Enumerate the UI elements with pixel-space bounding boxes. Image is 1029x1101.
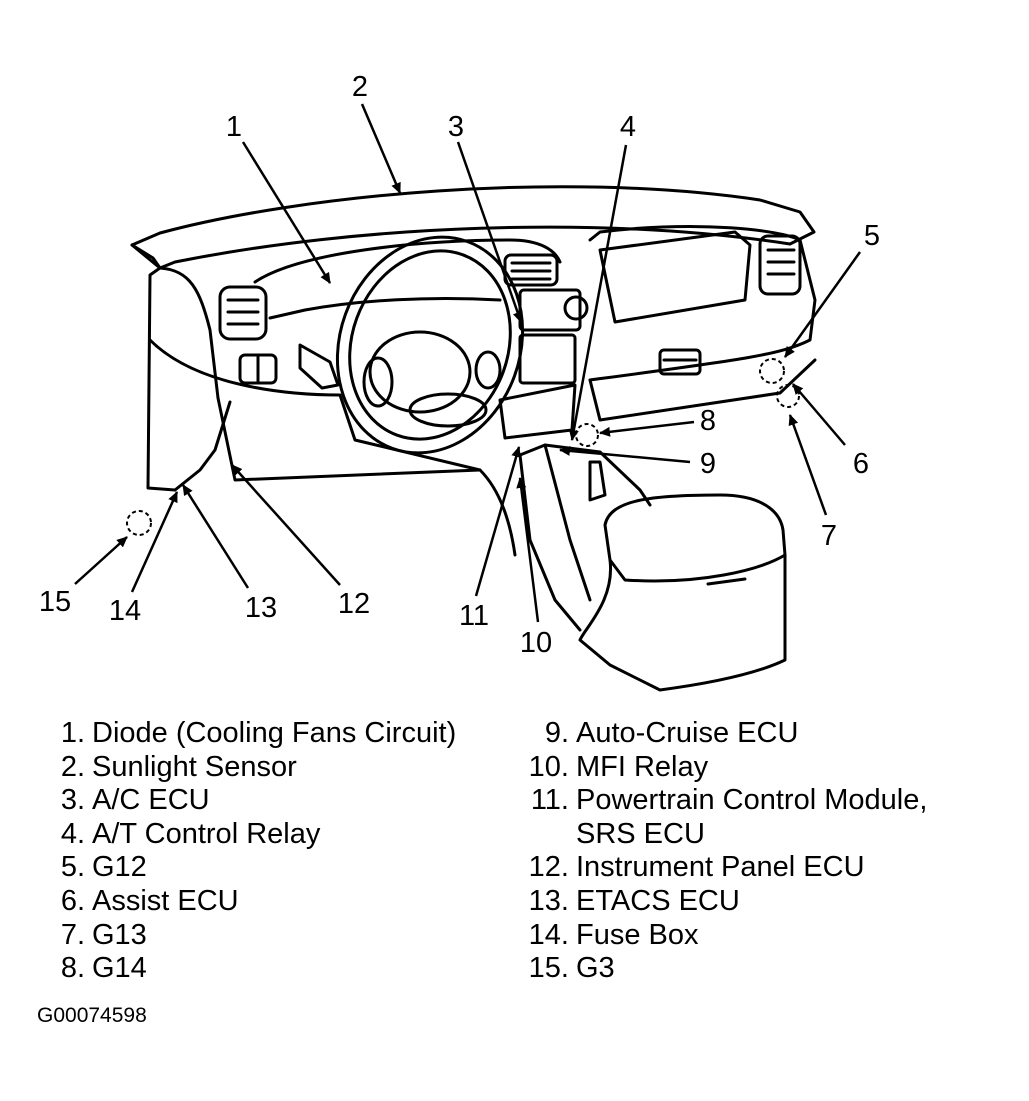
legend-text: Powertrain Control Module, — [576, 784, 928, 817]
legend-text: ETACS ECU — [576, 884, 740, 917]
legend-item: 10.MFI Relay — [519, 751, 927, 785]
legend-text: Instrument Panel ECU — [576, 851, 865, 884]
legend-text: G3 — [576, 952, 615, 985]
legend-item: 11.Powertrain Control Module, — [519, 784, 928, 818]
leader-line-7 — [788, 414, 828, 516]
leader-line-2 — [360, 103, 402, 194]
legend-number: 6. — [60, 884, 85, 917]
callout-9: 9 — [700, 448, 716, 480]
legend-item: 6.Assist ECU — [52, 885, 456, 919]
leader-line-9 — [559, 445, 691, 464]
leader-line-15 — [74, 536, 128, 585]
callout-3: 3 — [448, 111, 464, 143]
leader-line-5 — [783, 251, 862, 358]
legend-item: 3.A/C ECU — [52, 784, 456, 818]
legend-text: SRS ECU — [576, 817, 705, 850]
legend-item: 14.Fuse Box — [519, 919, 927, 953]
legend-item: 12.Instrument Panel ECU — [519, 851, 927, 885]
legend-item: 8.G14 — [52, 952, 456, 986]
legend-text: G12 — [92, 851, 147, 884]
legend-text: A/T Control Relay — [92, 817, 321, 850]
callout-13: 13 — [245, 592, 277, 624]
leader-line-4 — [568, 144, 628, 441]
legend-left-column: 1.Diode (Cooling Fans Circuit) 2.Sunligh… — [52, 717, 456, 986]
callout-12: 12 — [338, 588, 370, 620]
legend-number: 8. — [60, 952, 85, 985]
legend-number: 13. — [528, 884, 569, 917]
leader-line-13 — [181, 484, 250, 589]
callout-6: 6 — [853, 448, 869, 480]
legend-text: MFI Relay — [576, 750, 709, 783]
legend-number: 7. — [60, 918, 85, 951]
legend-right-column: 9.Auto-Cruise ECU 10.MFI Relay 11.Powert… — [519, 717, 928, 986]
legend-number: 14. — [528, 918, 569, 951]
legend-item: 2.Sunlight Sensor — [52, 751, 456, 785]
legend-number: 5. — [60, 851, 85, 884]
dashboard-diagram: 1 2 3 4 5 6 7 8 9 10 11 12 13 14 15 — [39, 71, 880, 692]
callout-4: 4 — [620, 111, 636, 143]
legend-text: G13 — [92, 918, 147, 951]
legend-text: Diode (Cooling Fans Circuit) — [92, 717, 457, 749]
callout-7: 7 — [821, 520, 837, 552]
callout-14: 14 — [109, 595, 141, 627]
callout-2: 2 — [352, 71, 368, 103]
callout-10: 10 — [520, 627, 552, 659]
legend-text: Fuse Box — [576, 918, 699, 951]
dashboard-illustration — [130, 185, 817, 692]
leader-line-12 — [231, 464, 341, 586]
leader-line-3 — [456, 141, 523, 323]
location-markers — [126, 358, 800, 536]
legend-item: 4.A/T Control Relay — [52, 818, 456, 852]
leader-line-8 — [599, 420, 695, 437]
legend-number: 15. — [528, 952, 569, 985]
legend-item: 7.G13 — [52, 919, 456, 953]
legend-text: Auto-Cruise ECU — [576, 717, 799, 749]
leader-line-11 — [474, 446, 522, 597]
legend-item: 15.G3 — [519, 952, 927, 986]
leader-line-6 — [792, 383, 846, 446]
legend-item: 1.Diode (Cooling Fans Circuit) — [52, 717, 456, 751]
legend-item: 5.G12 — [52, 851, 456, 885]
legend-number: 9. — [544, 717, 569, 749]
legend-number: 11. — [530, 784, 569, 817]
legend-text: G14 — [92, 952, 147, 985]
legend-number: 2. — [60, 750, 85, 783]
legend-number: 3. — [60, 784, 85, 817]
legend-item: 9.Auto-Cruise ECU — [519, 717, 927, 751]
legend-item: SRS ECU — [519, 818, 927, 852]
legend-number: 1. — [60, 717, 85, 749]
legend-number: 4. — [60, 817, 85, 850]
figure-id: G00074598 — [37, 1004, 147, 1027]
legend-text: Sunlight Sensor — [92, 750, 297, 783]
callout-labels: 1 2 3 4 5 6 7 8 9 10 11 12 13 14 15 — [39, 71, 880, 659]
leader-line-14 — [130, 491, 179, 593]
legend-number: 10. — [528, 750, 569, 783]
leader-lines — [74, 103, 862, 623]
leader-line-1 — [241, 141, 332, 284]
callout-11: 11 — [459, 600, 489, 632]
legend-text: Assist ECU — [92, 884, 239, 917]
legend-text: A/C ECU — [92, 784, 210, 817]
location-marker-6 — [776, 384, 800, 408]
callout-1: 1 — [226, 111, 242, 143]
location-marker-8 — [575, 423, 599, 447]
legend-number: 12. — [528, 851, 569, 884]
leader-line-10 — [516, 477, 540, 623]
location-marker-5 — [759, 358, 785, 384]
callout-8: 8 — [700, 405, 716, 437]
callout-15: 15 — [39, 586, 71, 618]
legend-item: 13.ETACS ECU — [519, 885, 927, 919]
callout-5: 5 — [864, 220, 880, 252]
location-marker-15 — [126, 510, 152, 536]
